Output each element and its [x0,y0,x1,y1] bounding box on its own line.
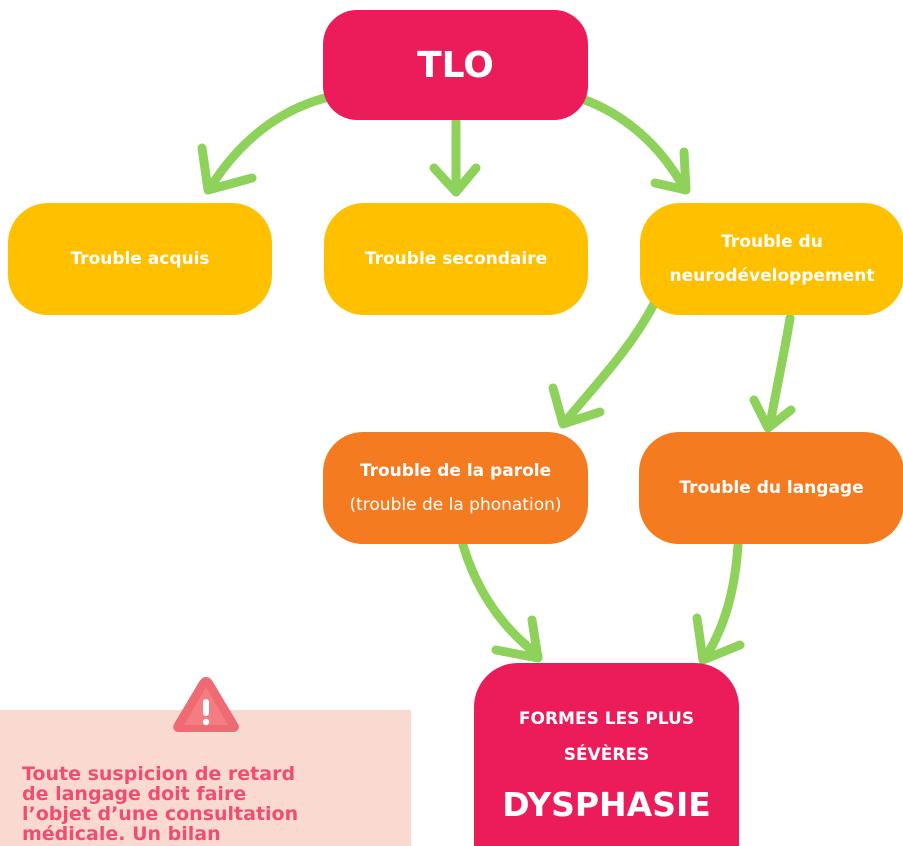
node-tlo-label: TLO [417,44,494,86]
node-trouble-acquis-label: Trouble acquis [70,249,210,269]
arrowhead-dysph-right [692,613,745,665]
node-trouble-langage: Trouble du langage [639,432,903,544]
arrowhead-acquis [197,143,257,195]
node-dysphasie-title: DYSPHASIE [502,785,711,824]
warning-text: Toute suspicion de retard de langage doi… [22,764,402,844]
node-trouble-parole-line1: Trouble de la parole [359,461,552,481]
arrow-tlo-to-neuro [580,95,689,193]
arrowhead-langage [749,395,796,433]
arrow-neuro-to-parole [560,297,660,427]
node-dysphasie: FORMES LES PLUS SÉVÈRES DYSPHASIE [474,663,739,846]
node-dysphasie-line2: SÉVÈRES [563,745,650,765]
node-trouble-neuro-line2: neurodéveloppement [669,266,875,286]
arrow-tlo-to-acquis [205,93,330,193]
node-trouble-acquis: Trouble acquis [8,203,272,315]
node-trouble-parole: Trouble de la parole (trouble de la phon… [323,432,588,544]
warning-box: Toute suspicion de retard de langage doi… [0,710,411,846]
warning-line-2: de langage doit faire [22,783,247,805]
arrowhead-dysph-left [491,615,543,663]
node-dysphasie-line1: FORMES LES PLUS [518,709,695,729]
arrowhead-parole [548,383,605,429]
warning-line-4: médicale. Un bilan [22,823,221,845]
arrow-langage-to-dysphasie [702,540,743,660]
node-trouble-secondaire: Trouble secondaire [324,203,588,315]
node-tlo: TLO [323,10,588,120]
node-trouble-neuro-line1: Trouble du [721,232,823,252]
arrowhead-secondaire [429,163,481,197]
warning-triangle-icon [173,677,239,732]
node-trouble-parole-line2: (trouble de la phonation) [349,495,562,515]
warning-line-3: l’objet d’une consultation [22,803,299,825]
arrowhead-neuro [650,147,691,195]
node-trouble-neurodeveloppement: Trouble du neurodéveloppement [640,203,903,315]
arrow-neuro-to-langage [765,313,795,430]
warning-line-1: Toute suspicion de retard [22,763,296,785]
arrow-parole-to-dysphasie [458,540,543,660]
node-trouble-secondaire-label: Trouble secondaire [364,249,548,269]
node-trouble-langage-label: Trouble du langage [679,478,864,498]
